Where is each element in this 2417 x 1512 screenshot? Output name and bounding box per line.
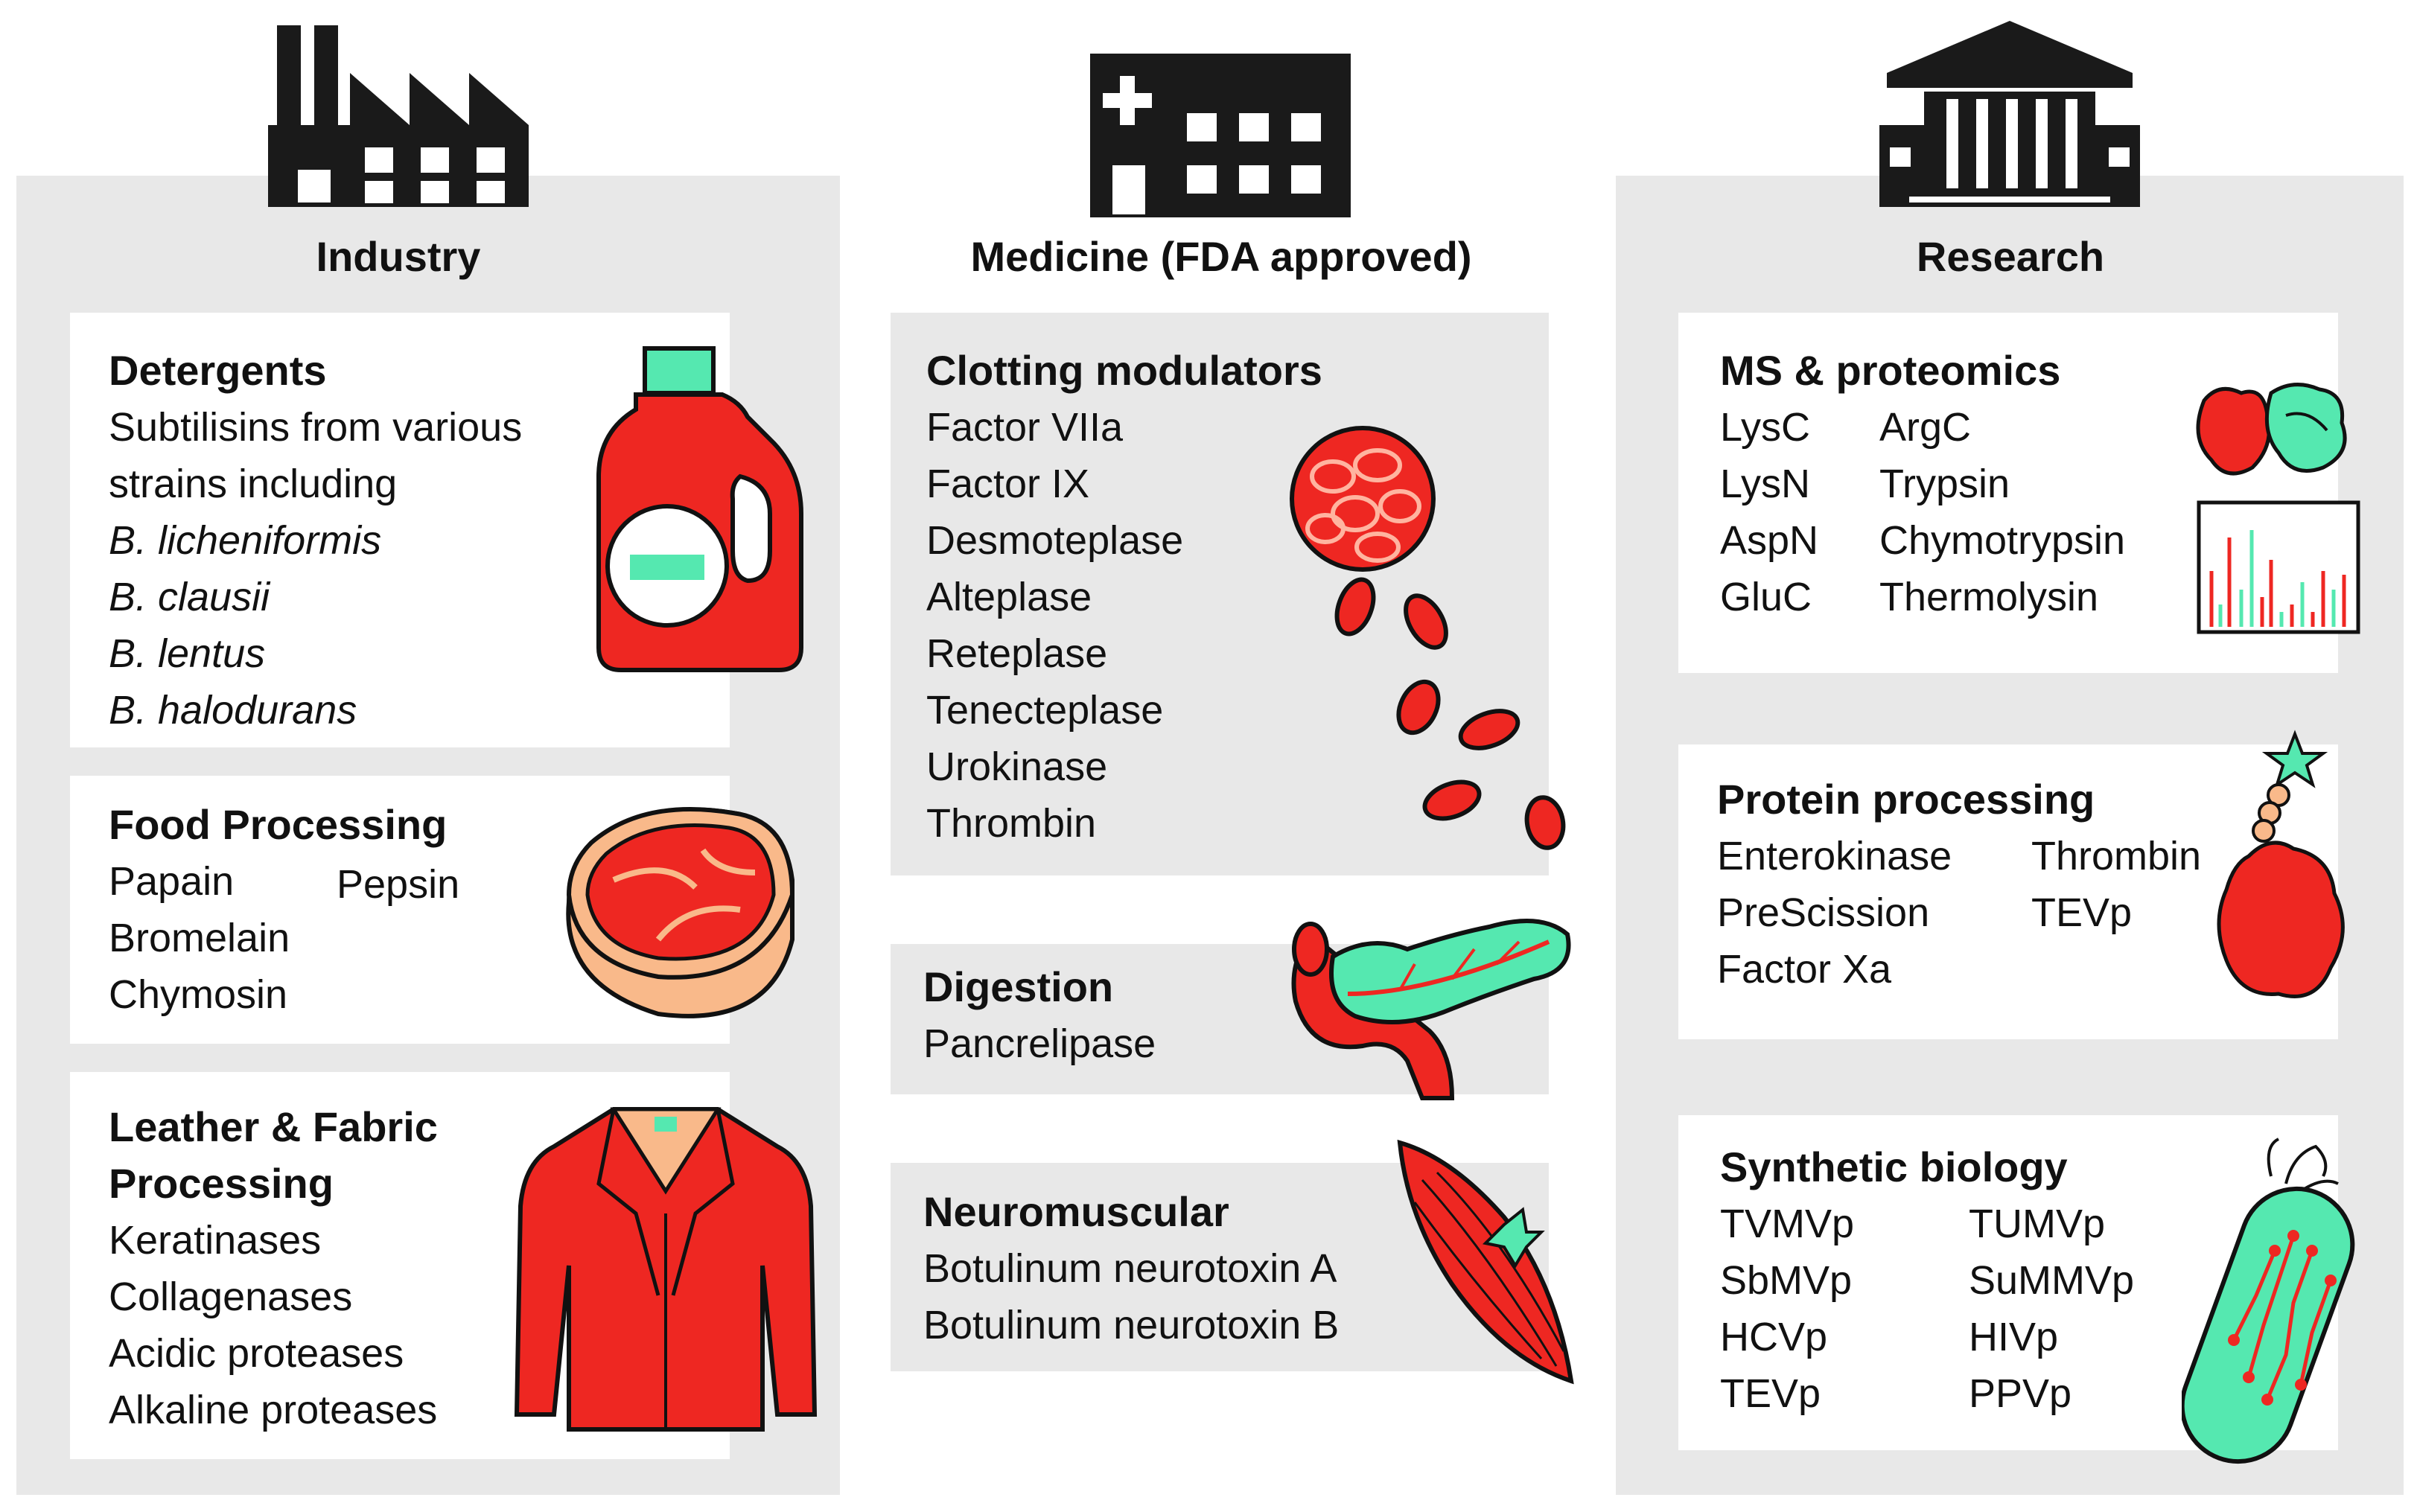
protein-structures-icon: [2196, 383, 2347, 476]
clotting-title: Clotting modulators: [926, 347, 1322, 394]
digestion-item: Pancrelipase: [923, 1021, 1156, 1066]
clotting-item: Urokinase: [926, 744, 1108, 789]
clotting-item: Thrombin: [926, 801, 1097, 846]
leather-item: Collagenases: [109, 1275, 353, 1319]
leather-item: Alkaline proteases: [109, 1388, 438, 1432]
food-item: Chymosin: [109, 972, 288, 1017]
protein-item: Thrombin: [2031, 834, 2202, 878]
detergents-line: strains including: [109, 462, 398, 506]
clotting-card: Clotting modulators Factor VIIa Factor I…: [891, 313, 1549, 875]
synbio-item: HCVp: [1720, 1315, 1828, 1359]
ms-item: Chymotrypsin: [1879, 518, 2126, 563]
ms-title: MS & proteomics: [1720, 347, 2061, 394]
mass-spectrum-icon: [2197, 500, 2360, 634]
food-item: Bromelain: [109, 916, 290, 960]
neuromuscular-item: Botulinum neurotoxin A: [923, 1246, 1337, 1291]
institution-icon: [1879, 21, 2140, 207]
ms-item: LysN: [1720, 462, 1811, 506]
synbio-item: TEVp: [1720, 1371, 1821, 1416]
synbio-item: TVMVp: [1720, 1202, 1855, 1246]
neuromuscular-item: Botulinum neurotoxin B: [923, 1303, 1340, 1347]
ms-item: Trypsin: [1879, 462, 2010, 506]
synbio-item: PPVp: [1969, 1371, 2072, 1416]
detergent-bottle-icon: [596, 346, 803, 672]
clotting-item: Reteplase: [926, 631, 1108, 676]
industry-title: Industry: [316, 233, 481, 280]
leather-item: Keratinases: [109, 1218, 322, 1263]
leather-item: Acidic proteases: [109, 1331, 404, 1376]
leather-title: Processing: [109, 1160, 334, 1207]
clotting-item: Tenecteplase: [926, 688, 1164, 733]
species-item: B. lentus: [109, 631, 266, 676]
detergents-line: Subtilisins from various: [109, 405, 523, 450]
clotting-item: Factor VIIa: [926, 405, 1124, 450]
species-item: B. licheniformis: [109, 518, 382, 563]
protein-item: PreScission: [1717, 890, 1930, 935]
food-title: Food Processing: [109, 801, 448, 848]
leather-card: Leather & Fabric Processing Keratinases …: [70, 1072, 818, 1459]
synbio-item: SbMVp: [1720, 1258, 1853, 1303]
clotting-item: Desmoteplase: [926, 518, 1184, 563]
pancreas-icon: [1291, 919, 1571, 1100]
species-item: B. clausii: [109, 575, 270, 619]
ms-item: GluC: [1720, 575, 1812, 619]
leather-title: Leather & Fabric: [109, 1103, 438, 1150]
synbio-title: Synthetic biology: [1720, 1143, 2068, 1190]
ms-item: ArgC: [1879, 405, 1972, 450]
bacterium-icon: [2182, 1138, 2355, 1464]
neuromuscular-title: Neuromuscular: [923, 1188, 1229, 1235]
protein-item: TEVp: [2031, 890, 2133, 935]
muscle-icon: [1397, 1139, 1574, 1385]
hospital-icon: [1090, 54, 1351, 217]
factory-icon: [268, 25, 529, 207]
protein-title: Protein processing: [1717, 776, 2095, 823]
fusion-protein-icon: [2217, 730, 2345, 998]
synbio-item: HIVp: [1969, 1315, 2059, 1359]
digestion-title: Digestion: [923, 963, 1114, 1010]
food-item: Pepsin: [337, 862, 460, 907]
jacket-icon: [514, 1107, 818, 1432]
blood-clot-icon: [1290, 426, 1566, 850]
ms-item: Thermolysin: [1879, 575, 2099, 619]
species-item: B. halodurans: [109, 688, 357, 733]
ms-item: AspN: [1720, 518, 1819, 563]
protein-item: Factor Xa: [1717, 947, 1892, 992]
food-processing-card: Food Processing Papain Bromelain Chymosi…: [70, 776, 795, 1044]
synbio-item: SuMMVp: [1969, 1258, 2135, 1303]
clotting-item: Alteplase: [926, 575, 1092, 619]
detergents-card: Detergents Subtilisins from various stra…: [70, 313, 803, 747]
ms-item: LysC: [1720, 405, 1811, 450]
medicine-title: Medicine (FDA approved): [970, 233, 1472, 280]
steak-icon: [566, 807, 795, 1018]
food-item: Papain: [109, 859, 235, 904]
research-title: Research: [1916, 233, 2105, 280]
detergents-title: Detergents: [109, 347, 327, 394]
clotting-item: Factor IX: [926, 462, 1090, 506]
protein-item: Enterokinase: [1717, 834, 1952, 878]
synbio-item: TUMVp: [1969, 1202, 2106, 1246]
